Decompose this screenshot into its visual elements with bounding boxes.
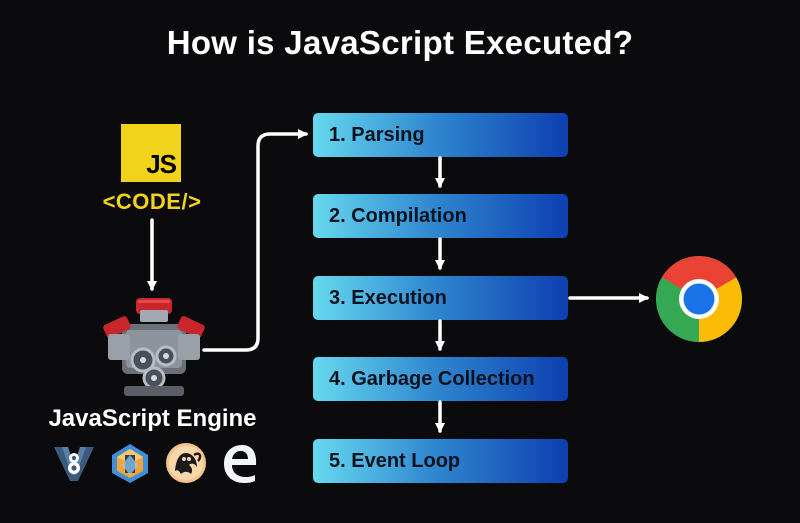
- arrow-engine-to-parsing: [204, 134, 306, 350]
